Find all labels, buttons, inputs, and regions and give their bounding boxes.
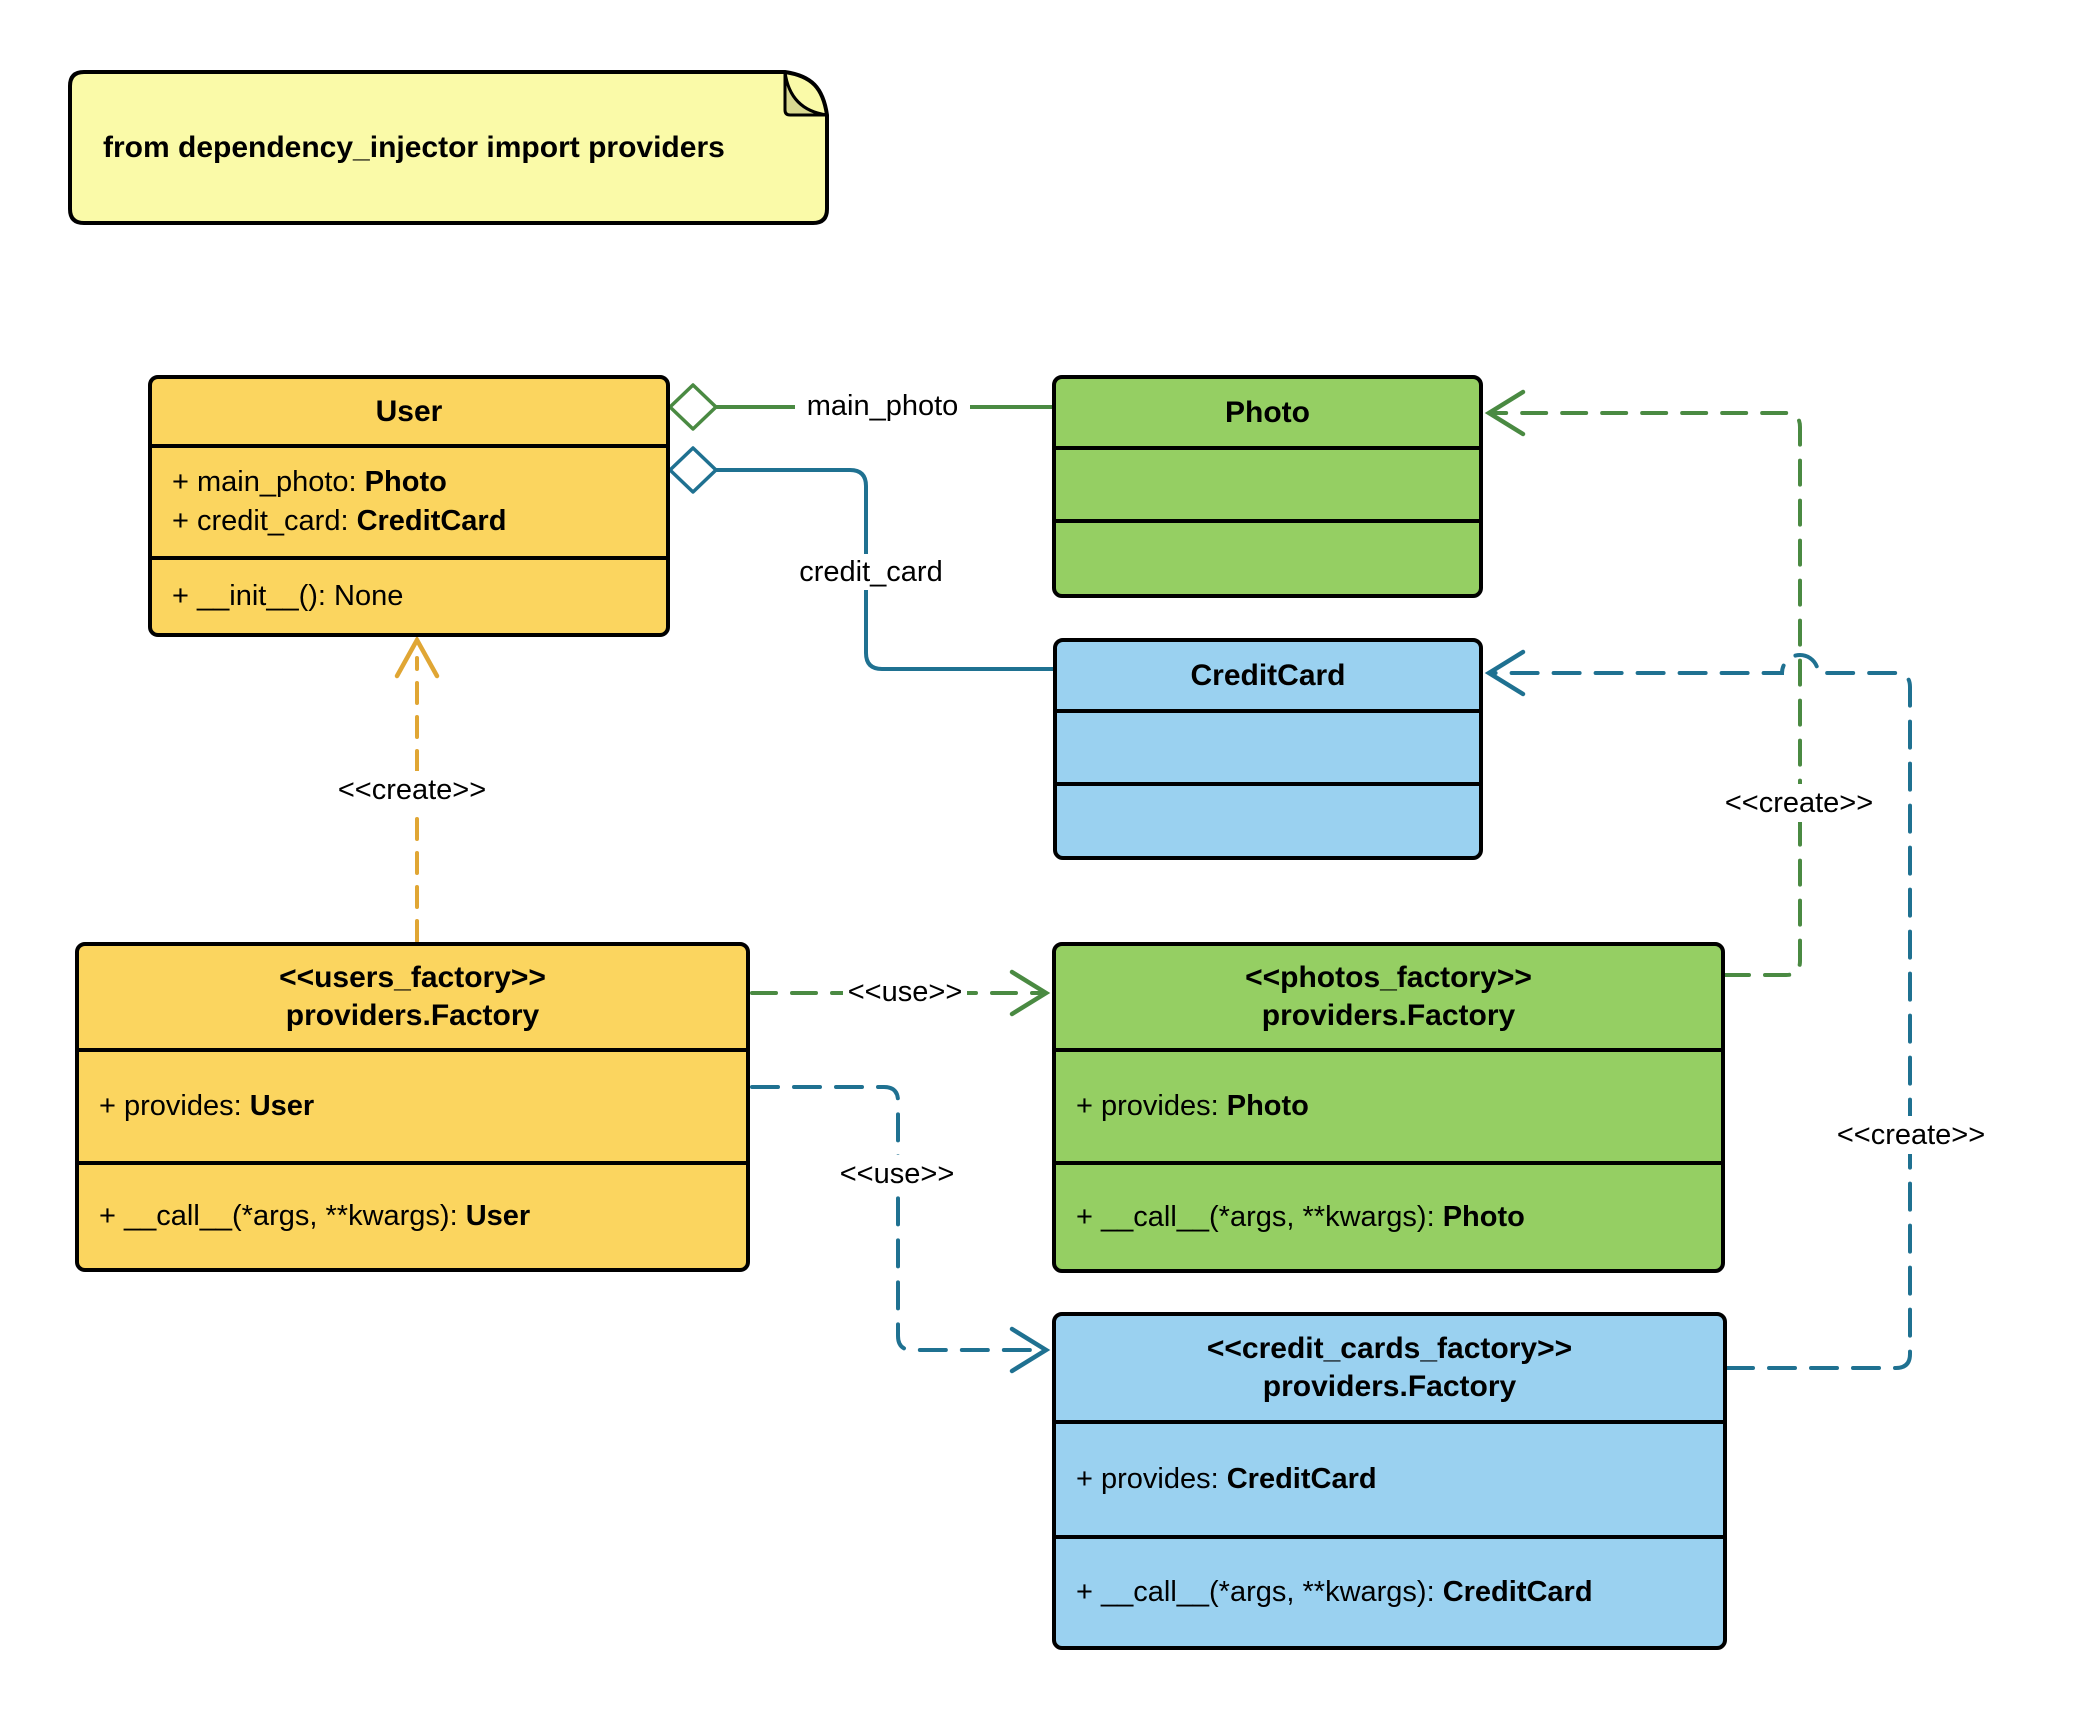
note-body (68, 70, 829, 225)
uml-class-user: User + main_photo: Photo + credit_card: … (148, 375, 670, 637)
method-row: + __call__(*args, **kwargs): Photo (1076, 1200, 1525, 1233)
class-attributes: + provides: Photo (1056, 1048, 1721, 1161)
class-name: providers.Factory (285, 999, 540, 1032)
open-arrowhead-icon (1009, 969, 1051, 1017)
attribute-row: + credit_card: CreditCard (172, 505, 507, 537)
class-title: CreditCard (1057, 642, 1479, 709)
edge-line (1490, 411, 1802, 977)
open-arrowhead-icon (1484, 649, 1526, 697)
class-title: <<credit_cards_factory>> providers.Facto… (1056, 1316, 1723, 1420)
edge-label-use-credit-cards: <<use>> (835, 1155, 959, 1193)
uml-class-users-factory: <<users_factory>> providers.Factory + pr… (75, 942, 750, 1272)
method-row: + __call__(*args, **kwargs): CreditCard (1076, 1576, 1593, 1608)
edge-create-photo (1484, 389, 1802, 977)
edge-use-credit-cards-factory (750, 1085, 1051, 1374)
class-stereotype: <<users_factory>> (279, 961, 546, 994)
uml-class-photos-factory: <<photos_factory>> providers.Factory + p… (1052, 942, 1725, 1273)
edge-label-create-user: <<create>> (327, 771, 497, 809)
edge-line (1490, 653, 1912, 1370)
class-methods: + __call__(*args, **kwargs): User (79, 1161, 746, 1268)
class-name: User (375, 394, 443, 428)
note-text: from dependency_injector import provider… (103, 130, 725, 164)
edge-label-use-photos: <<use>> (843, 973, 967, 1011)
class-stereotype: <<photos_factory>> (1245, 961, 1532, 994)
attribute-row: + main_photo: Photo (172, 466, 447, 498)
edge-line (750, 1085, 1042, 1352)
attribute-row: + provides: User (99, 1090, 315, 1122)
class-methods: + __init__(): None (152, 556, 666, 633)
method-row: + __call__(*args, **kwargs): User (99, 1200, 531, 1232)
class-title: Photo (1056, 379, 1479, 446)
open-arrowhead-icon (394, 635, 440, 679)
aggregation-diamond-icon (668, 383, 718, 431)
class-attributes: + provides: User (79, 1048, 746, 1161)
class-attributes: + provides: CreditCard (1056, 1420, 1723, 1535)
open-arrowhead-icon (1484, 389, 1526, 437)
class-title: <<photos_factory>> providers.Factory (1056, 946, 1721, 1048)
edge-label-credit-card: credit_card (785, 554, 957, 590)
uml-class-photo: Photo (1052, 375, 1483, 598)
class-attributes-empty (1057, 709, 1479, 782)
class-methods-empty (1056, 519, 1479, 594)
class-attributes: + main_photo: Photo + credit_card: Credi… (152, 444, 666, 556)
class-name: Photo (1225, 395, 1310, 429)
class-methods-empty (1057, 782, 1479, 856)
attribute-row: + provides: CreditCard (1076, 1463, 1377, 1495)
class-name: providers.Factory (1261, 999, 1516, 1032)
class-methods: + __call__(*args, **kwargs): CreditCard (1056, 1535, 1723, 1646)
class-title: User (152, 379, 666, 444)
class-methods: + __call__(*args, **kwargs): Photo (1056, 1161, 1721, 1269)
edge-label-create-photo: <<create>> (1713, 784, 1885, 822)
class-title: <<users_factory>> providers.Factory (79, 946, 746, 1048)
attribute-row: + provides: Photo (1076, 1090, 1309, 1122)
method-row: + __init__(): None (172, 580, 404, 612)
edge-label-create-credit-card: <<create>> (1825, 1116, 1997, 1154)
uml-class-credit-cards-factory: <<credit_cards_factory>> providers.Facto… (1052, 1312, 1727, 1650)
open-arrowhead-icon (1009, 1326, 1051, 1374)
class-stereotype: <<credit_cards_factory>> (1206, 1332, 1573, 1365)
note-fold-icon (783, 70, 829, 117)
edge-label-main-photo: main_photo (795, 388, 970, 424)
aggregation-diamond-icon (668, 446, 718, 494)
class-name: providers.Factory (1262, 1370, 1517, 1403)
class-name: CreditCard (1190, 658, 1346, 692)
edge-create-credit-card (1484, 649, 1912, 1370)
uml-class-credit-card: CreditCard (1053, 638, 1483, 860)
class-attributes-empty (1056, 446, 1479, 519)
note-shape (68, 70, 829, 225)
